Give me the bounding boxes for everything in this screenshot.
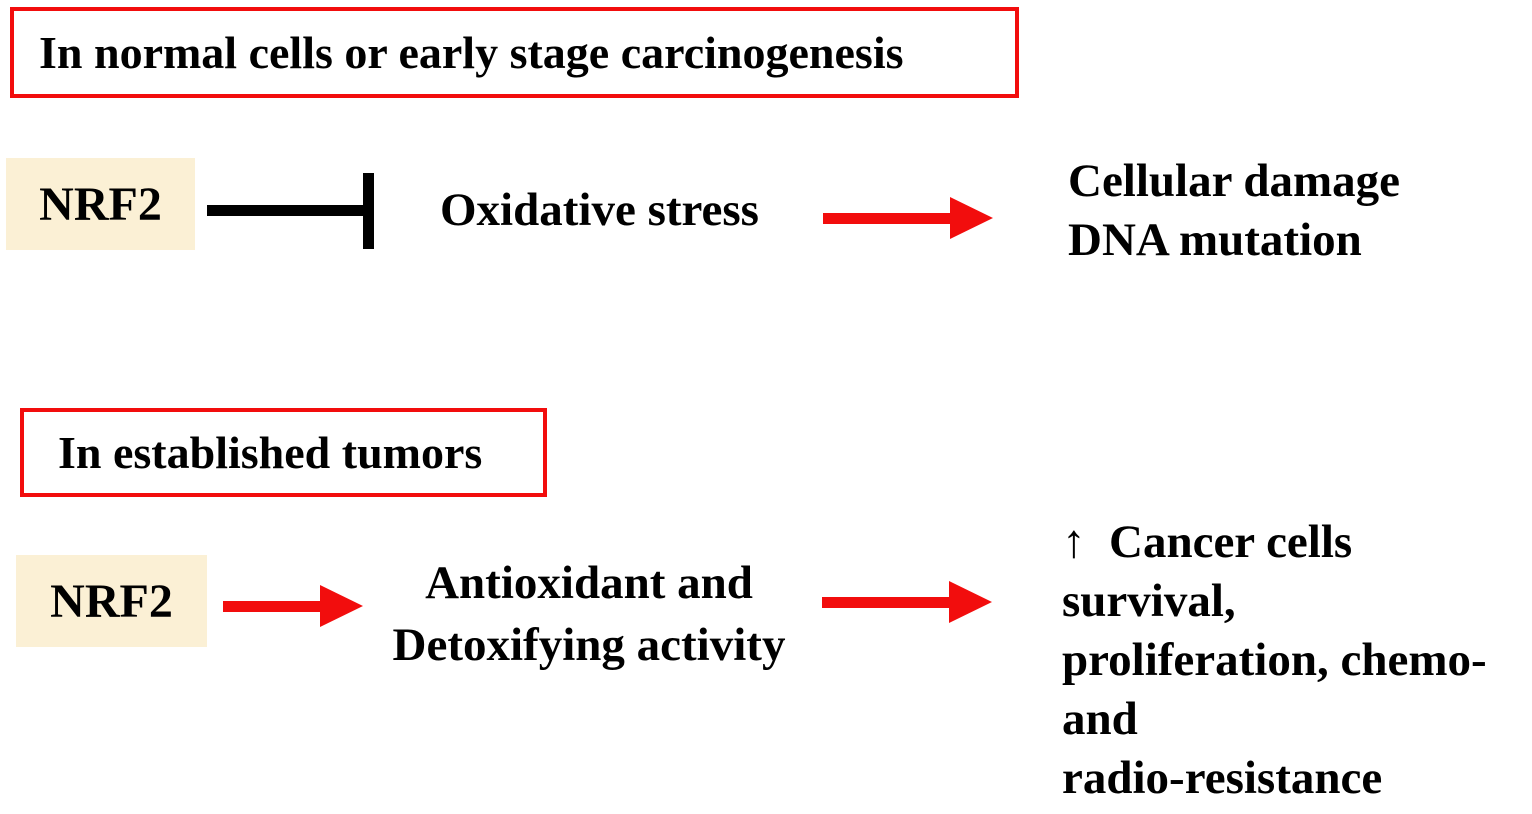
antioxidant-text: Antioxidant and Detoxifying activity: [379, 552, 799, 676]
section-normal-header-box: In normal cells or early stage carcinoge…: [10, 7, 1019, 98]
outcome-line: survival,: [1062, 575, 1236, 627]
nrf2-box-normal: NRF2: [6, 158, 195, 250]
nrf2-label-normal: NRF2: [39, 177, 162, 231]
nrf2-label-tumor: NRF2: [50, 574, 173, 628]
arrow-head: [320, 585, 363, 627]
section-tumor-header-box: In established tumors: [20, 408, 547, 497]
arrow-right-icon-normal: [823, 197, 993, 239]
arrow-shaft: [223, 600, 320, 612]
arrow-right-icon-tumor-2: [822, 581, 992, 623]
inhibition-bar-cap-icon: [363, 173, 374, 249]
outcome-line: DNA mutation: [1068, 214, 1362, 266]
normal-outcome-text: Cellular damage DNA mutation: [1068, 152, 1400, 270]
arrow-head: [950, 197, 993, 239]
outcome-line: Cellular damage: [1068, 155, 1401, 207]
middle-line: Antioxidant and: [425, 557, 753, 609]
section-normal-header-label: In normal cells or early stage carcinoge…: [39, 27, 904, 78]
arrow-head: [949, 581, 992, 623]
nrf2-box-tumor: NRF2: [16, 555, 207, 647]
inhibition-bar-icon: [207, 205, 364, 216]
arrow-shaft: [823, 212, 950, 224]
section-tumor-header-label: In established tumors: [58, 427, 483, 478]
arrow-right-icon-tumor-1: [223, 585, 363, 627]
outcome-line: and: [1062, 693, 1138, 745]
oxidative-stress-label: Oxidative stress: [440, 184, 759, 236]
outcome-line: proliferation, chemo-: [1062, 634, 1487, 686]
outcome-line: radio-resistance: [1062, 752, 1383, 804]
outcome-line: ↑ Cancer cells: [1062, 516, 1353, 568]
tumor-outcome-text: ↑ Cancer cells survival, proliferation, …: [1062, 513, 1487, 808]
middle-line: Detoxifying activity: [392, 619, 786, 671]
arrow-shaft: [822, 596, 949, 608]
